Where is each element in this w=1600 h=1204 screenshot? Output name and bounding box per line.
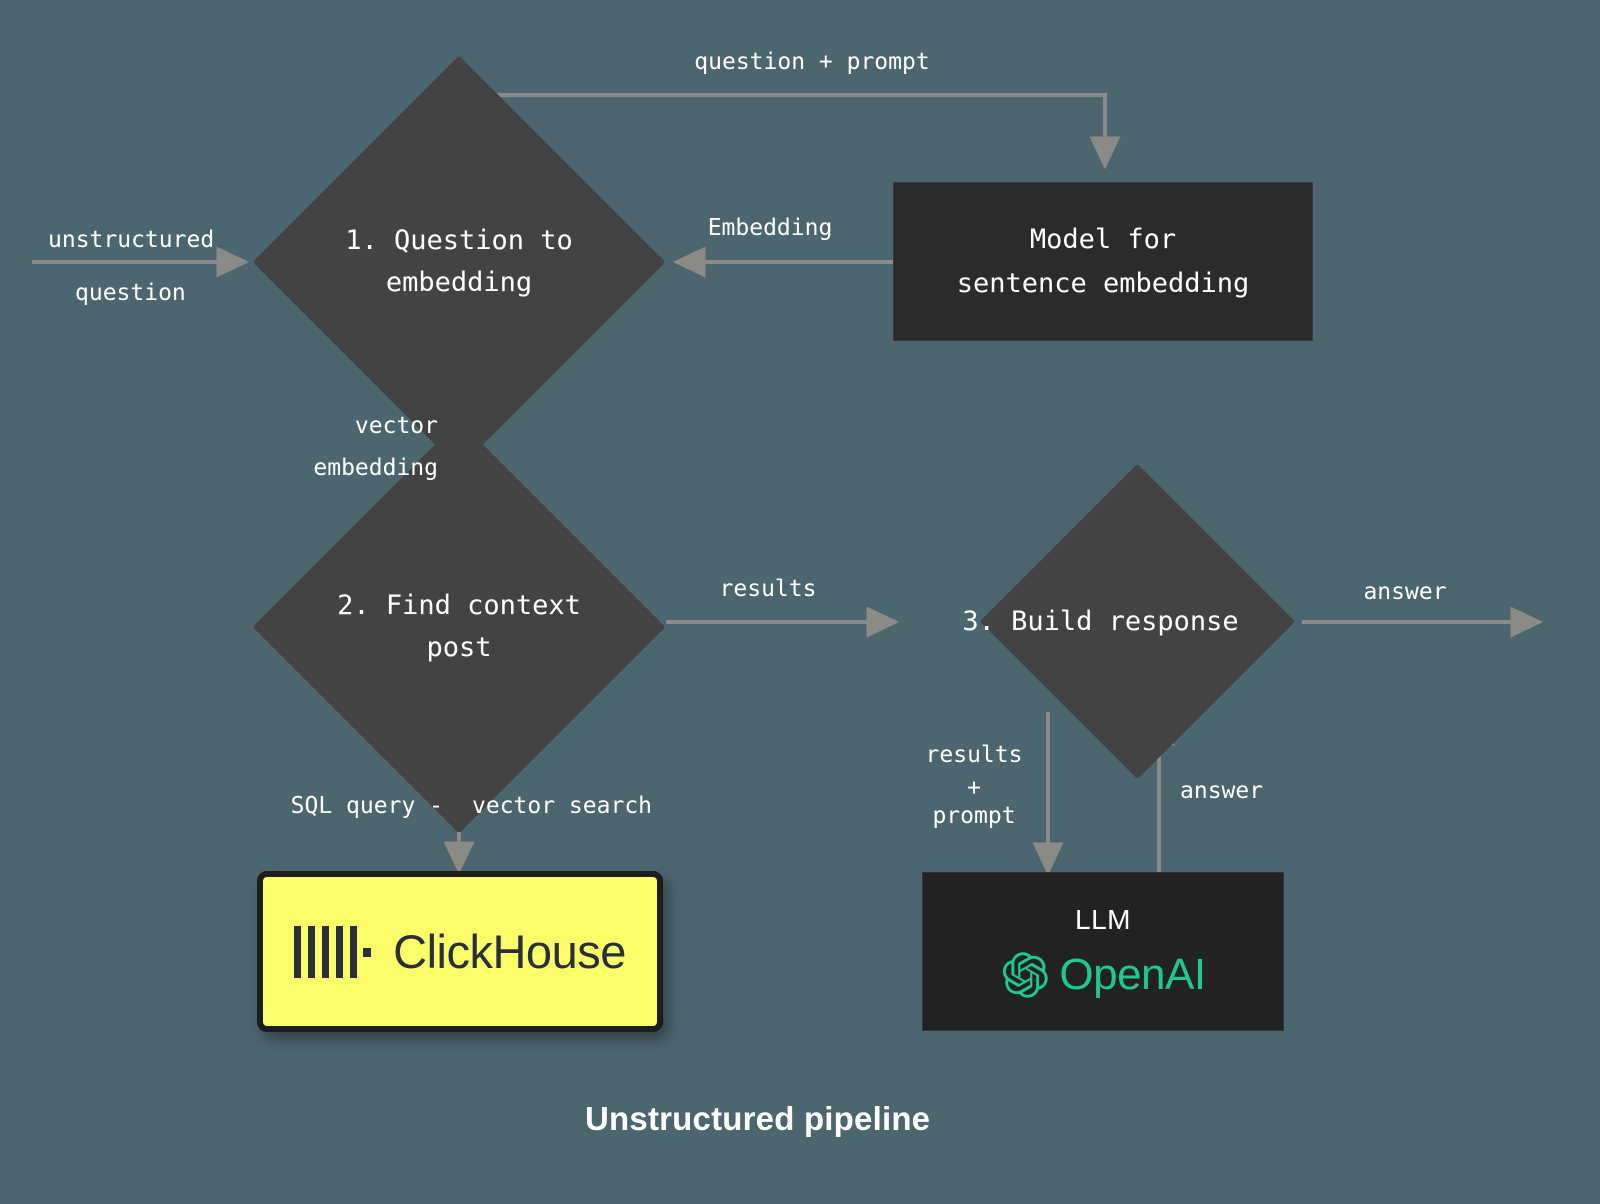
node-find-context-post-label: 2. Find context post [259, 555, 659, 699]
edge-label-results-plus-prompt-line1: results [925, 742, 1023, 768]
node-find-context-post-line1: 2. Find context [337, 590, 581, 622]
node-question-to-embedding-line1: 1. Question to [345, 225, 573, 257]
edge-label-question-plus-prompt: question + prompt [694, 49, 930, 75]
node-clickhouse[interactable]: ClickHouse [257, 871, 663, 1032]
edge-label-results-plus-prompt-line3: prompt [932, 803, 1016, 829]
edge-label-vector-search: vector search [472, 793, 653, 819]
edge-label-embedding: Embedding [707, 215, 833, 241]
edge-label-vector-embedding-line2: embedding [313, 455, 438, 481]
node-find-context-post-line2: post [426, 632, 492, 663]
node-model-line2: sentence embedding [956, 267, 1250, 299]
edge-label-answer-from-llm: answer [1180, 778, 1264, 804]
node-build-response-label: 3. Build response [908, 598, 1293, 646]
edge-label-input-question-line2: question [75, 280, 186, 306]
node-model-line1: Model for [1029, 224, 1177, 256]
clickhouse-wordmark: ClickHouse [393, 925, 626, 978]
clickhouse-dot-icon [363, 947, 372, 957]
clickhouse-logo-icon [294, 925, 372, 978]
openai-logo-row: OpenAI [1000, 949, 1206, 1000]
llm-title: LLM [1075, 903, 1131, 935]
edge-label-answer-out: answer [1363, 579, 1447, 605]
node-question-to-embedding-line2: embedding [385, 267, 533, 298]
node-model-for-sentence-embedding[interactable]: Model for sentence embedding [893, 182, 1313, 341]
openai-wordmark: OpenAI [1059, 949, 1206, 999]
edge-label-results: results [719, 576, 817, 602]
clickhouse-bars-icon [294, 925, 358, 978]
node-llm[interactable]: LLM OpenAI [922, 872, 1284, 1031]
node-build-response-line1: 3. Build response [962, 606, 1239, 638]
diagram-title: Unstructured pipeline [585, 1100, 931, 1137]
edge-label-input-question-line1: unstructured [48, 227, 215, 253]
node-question-to-embedding-label: 1. Question to embedding [259, 190, 659, 334]
edge-label-sql-query: SQL query - [290, 793, 443, 819]
edge-label-vector-embedding-line1: vector [354, 413, 438, 439]
openai-icon [1003, 951, 1049, 998]
edge-label-results-plus-prompt-line2: + [967, 775, 981, 801]
